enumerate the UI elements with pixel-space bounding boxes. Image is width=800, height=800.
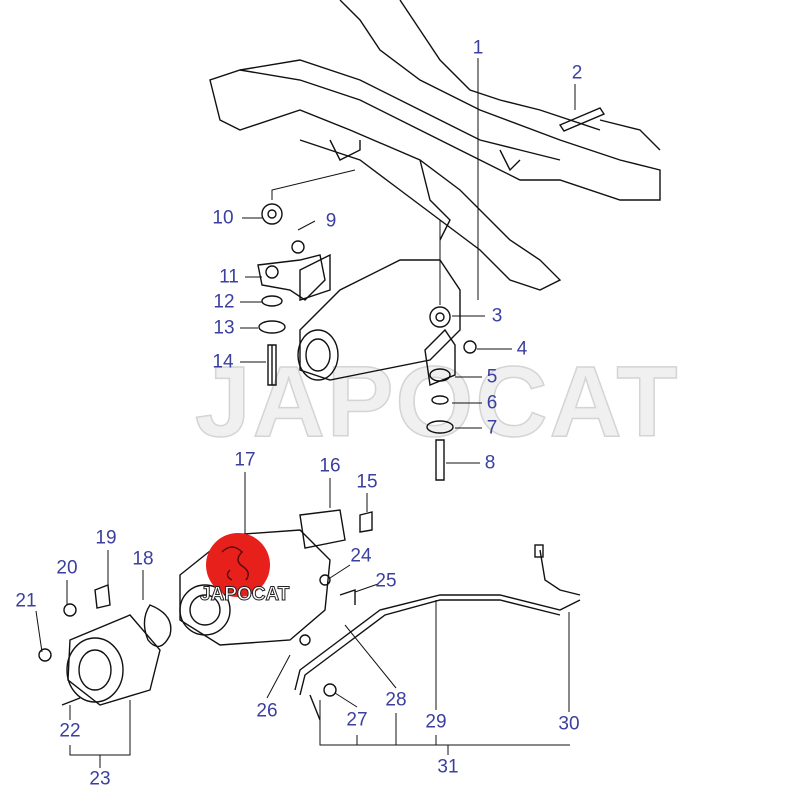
- callout-26: 26: [256, 700, 278, 722]
- actuator-assembly: [38, 509, 373, 706]
- callout-7: 7: [486, 417, 498, 439]
- callout-6: 6: [486, 392, 498, 414]
- callout-11: 11: [219, 266, 239, 288]
- callout-30: 30: [558, 713, 580, 735]
- callout-16: 16: [319, 455, 341, 477]
- callout-8: 8: [484, 452, 496, 474]
- callout-2: 2: [571, 62, 583, 84]
- logo-text: JAPOCAT: [199, 584, 290, 606]
- callout-4: 4: [516, 338, 528, 360]
- callout-22: 22: [59, 720, 81, 742]
- left-mount-parts: [257, 203, 326, 386]
- differential-housing: [297, 253, 461, 381]
- callout-17: 17: [234, 449, 256, 471]
- callout-25: 25: [375, 570, 397, 592]
- callout-14: 14: [212, 351, 234, 373]
- callout-31: 31: [437, 756, 459, 778]
- logo-dragon-icon: [221, 546, 249, 581]
- callout-24: 24: [350, 545, 372, 567]
- callout-5: 5: [486, 366, 498, 388]
- callout-21: 21: [15, 590, 37, 612]
- right-mount-parts: [424, 107, 606, 481]
- callout-18: 18: [132, 548, 154, 570]
- callout-10: 10: [212, 207, 234, 229]
- callout-23: 23: [89, 768, 111, 790]
- callout-27: 27: [346, 709, 368, 731]
- leader-lines: [35, 58, 576, 768]
- callout-29: 29: [425, 711, 447, 733]
- callout-28: 28: [385, 689, 407, 711]
- logo-circle: [206, 533, 270, 597]
- callout-3: 3: [491, 305, 503, 327]
- wiring-harness: [294, 544, 581, 721]
- crossmember-frame: [209, 0, 661, 291]
- callout-12: 12: [213, 291, 235, 313]
- callout-19: 19: [95, 527, 117, 549]
- callout-1: 1: [472, 37, 484, 59]
- callout-9: 9: [325, 210, 337, 232]
- callout-15: 15: [356, 471, 378, 493]
- callout-13: 13: [213, 317, 235, 339]
- callout-20: 20: [56, 557, 78, 579]
